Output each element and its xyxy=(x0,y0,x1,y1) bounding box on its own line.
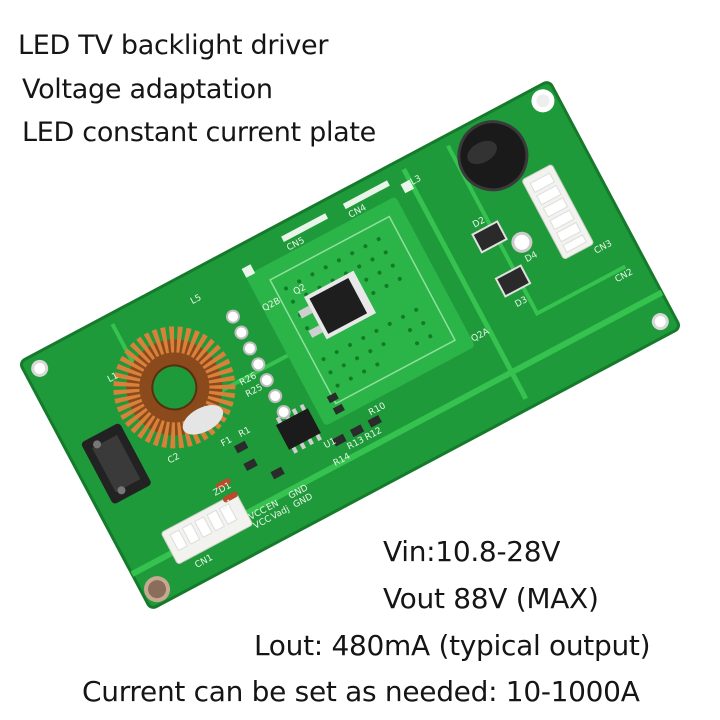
input-connector-cn1 xyxy=(161,493,253,564)
caption-subtitle-current: LED constant current plate xyxy=(22,117,376,148)
mounting-hole-icon xyxy=(144,576,171,603)
power-mosfet-left xyxy=(81,423,151,504)
mounting-hole-icon xyxy=(31,359,49,377)
spec-current-range: Current can be set as needed: 10-1000A xyxy=(82,675,640,708)
electrolytic-capacitor-c7 xyxy=(457,120,529,192)
diode-d3 xyxy=(494,264,532,298)
spec-vin: Vin:10.8-28V xyxy=(383,535,561,568)
output-connector-cn3 xyxy=(522,164,594,260)
svg-text:L3: L3 xyxy=(409,174,423,188)
spec-vout: Vout 88V (MAX) xyxy=(383,582,599,615)
svg-text:F1: F1 xyxy=(220,435,234,449)
diode-d2 xyxy=(471,220,508,254)
svg-text:C2: C2 xyxy=(166,452,181,466)
caption-subtitle-voltage: Voltage adaptation xyxy=(22,74,273,105)
svg-text:L1: L1 xyxy=(106,371,120,385)
mounting-hole-icon xyxy=(651,313,669,331)
caption-title: LED TV backlight driver xyxy=(18,30,329,61)
mounting-hole-icon xyxy=(531,89,555,113)
toroid-inductor xyxy=(113,326,236,449)
spec-iout: Lout: 480mA (typical output) xyxy=(254,629,651,662)
mosfet-q2 xyxy=(298,270,377,340)
pad-row xyxy=(225,309,291,419)
svg-text:L5: L5 xyxy=(189,293,203,307)
svg-text:R1: R1 xyxy=(237,425,252,439)
